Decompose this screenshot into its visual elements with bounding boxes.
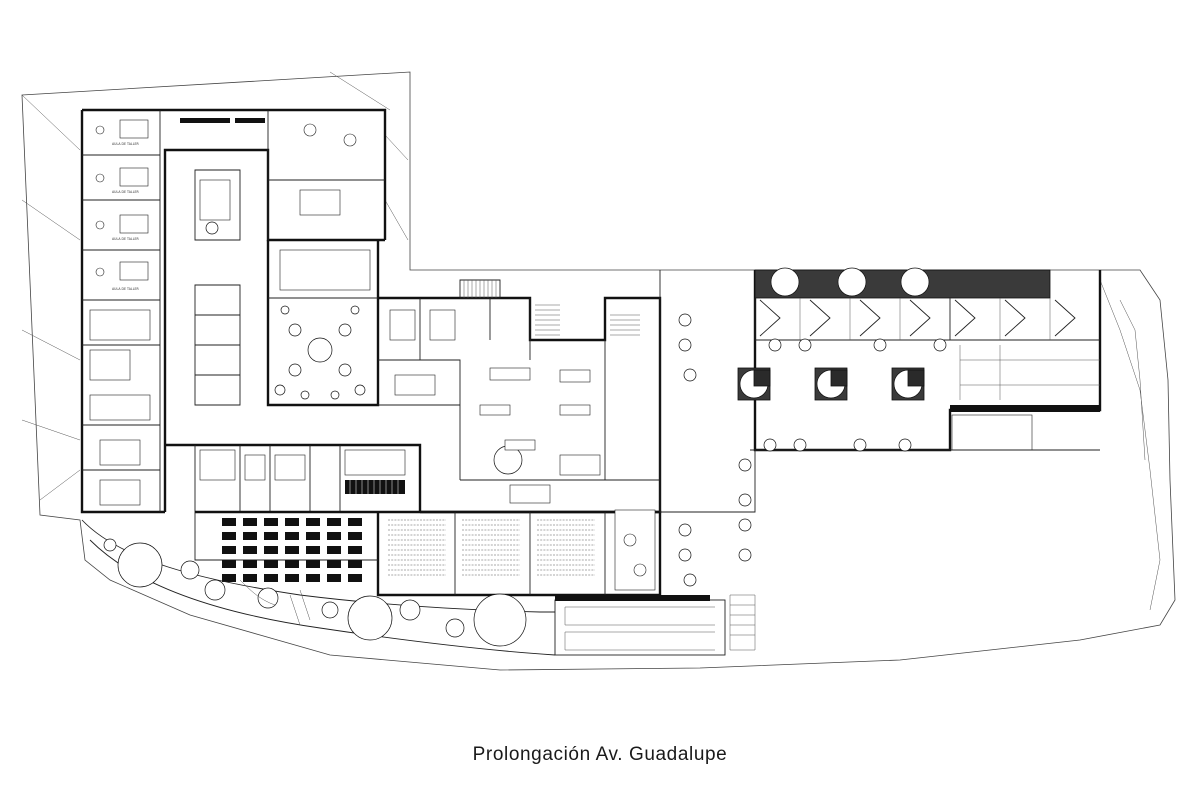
svg-text:AULA DE TALLER: AULA DE TALLER <box>112 237 139 241</box>
desk <box>243 518 257 526</box>
central-hall-furniture <box>389 309 656 591</box>
desk <box>348 518 362 526</box>
desk <box>243 532 257 540</box>
desk <box>285 518 299 526</box>
svg-text:AULA DE TALLER: AULA DE TALLER <box>112 190 139 194</box>
desk <box>222 518 236 526</box>
courtyard-plants <box>274 305 366 400</box>
desk <box>222 532 236 540</box>
desk <box>327 560 341 568</box>
desk <box>222 560 236 568</box>
lower-rooms-furniture <box>199 449 406 494</box>
site-boundary <box>21 71 1176 671</box>
desk <box>306 532 320 540</box>
desk <box>306 560 320 568</box>
street-name-label: Prolongación Av. Guadalupe <box>472 744 728 765</box>
building-walls <box>80 108 662 597</box>
desk <box>327 518 341 526</box>
desk <box>327 532 341 540</box>
svg-text:AULA DE TALLER: AULA DE TALLER <box>112 142 139 146</box>
desk <box>285 546 299 554</box>
upper-rooms-furniture <box>180 118 371 291</box>
auditorium-seats <box>388 519 595 576</box>
desk <box>348 560 362 568</box>
desk <box>348 546 362 554</box>
desk <box>348 532 362 540</box>
desk <box>285 532 299 540</box>
street-trees <box>678 313 947 587</box>
desk <box>264 518 278 526</box>
desk <box>306 574 320 582</box>
desk <box>243 546 257 554</box>
computer-room-desks <box>222 518 362 582</box>
svg-text:AULA DE TALLER: AULA DE TALLER <box>112 287 139 291</box>
desk <box>327 546 341 554</box>
desk <box>264 532 278 540</box>
desk <box>222 546 236 554</box>
desk <box>306 518 320 526</box>
plaza <box>554 267 1102 656</box>
desk <box>285 560 299 568</box>
desk <box>348 574 362 582</box>
front-garden <box>81 519 556 656</box>
desk <box>264 546 278 554</box>
desk <box>327 574 341 582</box>
desk <box>306 546 320 554</box>
desk <box>243 574 257 582</box>
desk <box>264 560 278 568</box>
desk <box>243 560 257 568</box>
desk <box>285 574 299 582</box>
left-wing-furniture: AULA DE TALLER AULA DE TALLER AULA DE TA… <box>89 119 151 506</box>
desk <box>264 574 278 582</box>
desk <box>222 574 236 582</box>
